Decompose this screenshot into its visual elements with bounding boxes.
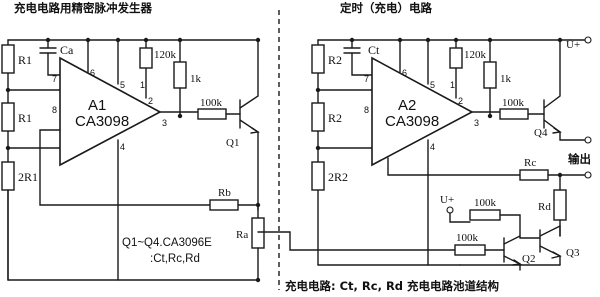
label-ct: Ct	[368, 43, 380, 57]
transistor-q1	[239, 39, 260, 211]
label-u-plus-top: U+	[566, 39, 580, 51]
label-2r2: 2R2	[328, 170, 348, 184]
pin-6-a1: 6	[90, 68, 95, 78]
transistor-q4	[543, 39, 562, 141]
resistor-r2-top	[311, 44, 325, 74]
resistor-2r2	[311, 161, 325, 191]
resistor-ra	[251, 217, 265, 249]
resistor-rc	[519, 169, 549, 181]
label-r1-mid: R1	[18, 111, 32, 125]
pin-4-a2: 4	[430, 142, 435, 152]
title-right: 定时（充电）电路	[340, 1, 432, 15]
right-circuit	[311, 36, 592, 271]
title-left: 充电电路用精密脉冲发生器	[14, 1, 152, 15]
pin-2-a1: 2	[148, 96, 153, 106]
label-r2-mid: R2	[328, 111, 342, 125]
pin-2-a2: 2	[458, 96, 463, 106]
output-terminal-lower	[584, 136, 592, 144]
pin-7-a2: 7	[364, 74, 369, 84]
label-r2-top: R2	[328, 53, 342, 67]
pin-6-a2: 6	[402, 68, 407, 78]
label-r1-top: R1	[18, 53, 32, 67]
chip-a1-name: A1	[88, 97, 106, 114]
resistor-r2-mid	[311, 102, 325, 132]
pin-7-a1: 7	[52, 74, 57, 84]
label-rd: Rd	[538, 201, 551, 213]
vplus-terminal-top	[584, 36, 592, 44]
chip-a2-name: A2	[398, 97, 416, 114]
labels: 充电电路用精密脉冲发生器 定时（充电）电路 A1 CA3098 A2 CA309…	[14, 1, 591, 293]
resistor-100k-c	[454, 244, 486, 256]
resistor-100k-b	[469, 209, 501, 221]
pin-3-a2: 3	[474, 118, 479, 128]
output-terminal	[584, 171, 592, 179]
resistor-1k-left	[173, 61, 187, 89]
chip-a2-part: CA3098	[385, 113, 439, 130]
label-u-plus-mid: U+	[440, 194, 454, 206]
resistor-rd	[553, 189, 567, 221]
opamp-a1	[59, 56, 162, 167]
resistor-100k-left	[197, 108, 227, 120]
note-transistors-line2: :Ct,Rc,Rd	[150, 253, 200, 265]
vplus-terminal-mid	[446, 206, 454, 214]
label-ra: Ra	[236, 229, 248, 241]
label-q4: Q4	[534, 127, 548, 139]
resistor-1k-right	[483, 61, 497, 89]
resistor-r1-top	[1, 44, 15, 74]
label-100k-b: 100k	[474, 197, 497, 209]
pin-5-a1: 5	[120, 80, 125, 90]
label-120k-left: 120k	[154, 49, 177, 61]
resistor-100k-right	[499, 108, 529, 120]
pin-8-a1: 8	[52, 105, 57, 115]
resistor-120k-left	[139, 47, 153, 69]
pin-1-a2: 1	[450, 80, 455, 90]
label-rb: Rb	[218, 187, 231, 199]
pin-4-a1: 4	[120, 142, 125, 152]
pin-8-a2: 8	[364, 105, 369, 115]
label-rc: Rc	[524, 157, 536, 169]
label-ca: Ca	[60, 43, 74, 57]
opamp-a2	[371, 56, 474, 167]
label-q1: Q1	[226, 137, 239, 149]
left-circuit	[1, 37, 456, 283]
label-q2: Q2	[522, 253, 535, 265]
resistor-rb	[209, 199, 239, 211]
label-100k-left: 100k	[200, 97, 223, 109]
label-1k-left: 1k	[190, 73, 202, 85]
resistor-120k-right	[449, 47, 463, 69]
chip-a1-part: CA3098	[75, 113, 129, 130]
label-q3: Q3	[566, 247, 580, 259]
bottom-caption: 充电电路: Ct, Rc, Rd 充电电路池道结构	[285, 279, 500, 293]
pin-1-a1: 1	[140, 80, 145, 90]
label-100k-right: 100k	[502, 97, 525, 109]
label-120k-right: 120k	[464, 49, 487, 61]
transistor-q3	[519, 224, 562, 266]
label-1k-right: 1k	[500, 73, 512, 85]
pin-5-a2: 5	[430, 80, 435, 90]
note-transistors-line1: Q1~Q4.CA3096E	[122, 237, 212, 249]
label-output: 输出	[568, 152, 591, 166]
resistor-2r1	[1, 161, 15, 191]
label-100k-c: 100k	[456, 232, 479, 244]
label-2r1: 2R1	[18, 170, 38, 184]
pin-3-a1: 3	[162, 118, 167, 128]
resistor-r1-mid	[1, 102, 15, 132]
